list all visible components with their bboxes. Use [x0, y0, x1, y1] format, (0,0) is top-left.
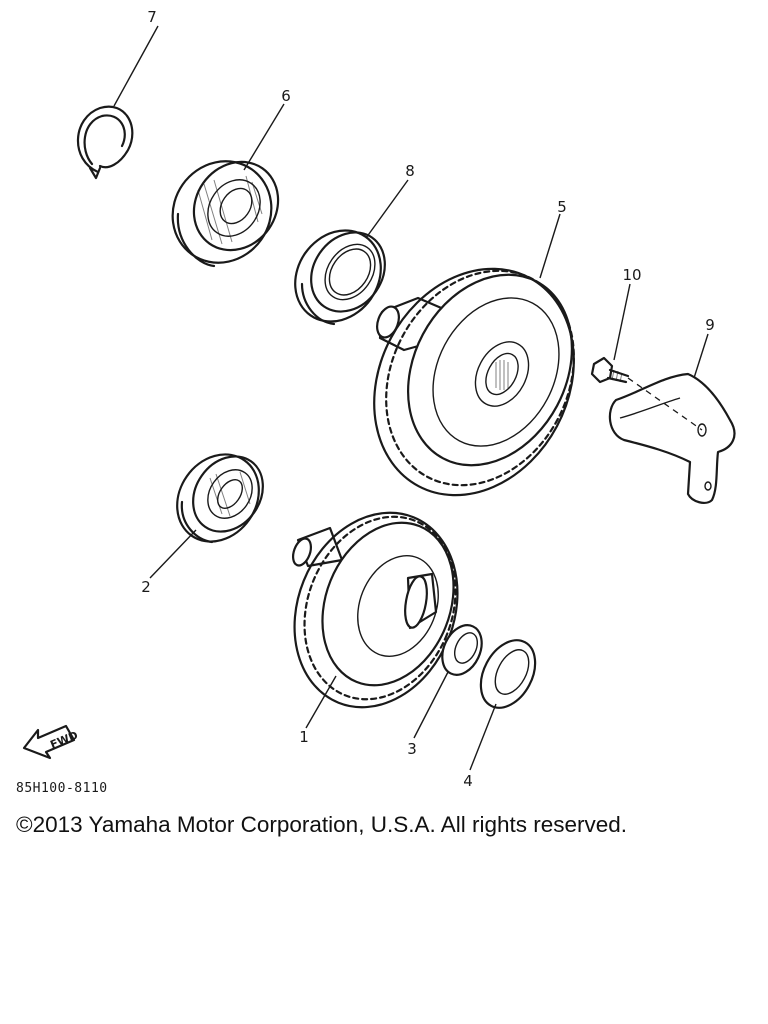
callout-9: 9 [705, 316, 715, 334]
part-2-ball-bearing [176, 453, 264, 544]
callout-6: 6 [281, 87, 291, 105]
leader-2 [149, 529, 197, 579]
leader-5 [539, 213, 561, 279]
part-3-washer [441, 624, 483, 676]
leader-10 [613, 283, 631, 361]
part-6-ball-bearing [171, 160, 280, 268]
copyright-notice: ©2013 Yamaha Motor Corporation, U.S.A. A… [16, 812, 628, 837]
callout-7: 7 [147, 8, 157, 26]
callout-10: 10 [622, 266, 641, 284]
drawing-number: 85H100-8110 [16, 781, 108, 796]
part-9-bracket [608, 372, 736, 504]
callout-2: 2 [141, 578, 151, 596]
part-4-washer [479, 639, 537, 709]
leader-8 [365, 179, 409, 239]
leader-4 [469, 703, 497, 771]
part-7-circlip [76, 105, 134, 180]
leader-7 [113, 25, 159, 107]
leader-lines [113, 25, 709, 771]
leader-6 [243, 103, 285, 171]
part-1-drive-gear [291, 511, 459, 709]
fwd-arrow-icon: FWD [22, 724, 80, 760]
callout-4: 4 [463, 772, 473, 790]
leader-1 [305, 675, 337, 729]
leader-3 [413, 671, 449, 739]
callout-8: 8 [405, 162, 415, 180]
callout-5: 5 [557, 198, 567, 216]
part-10-bolt [590, 356, 630, 384]
part-5-large-gear [373, 267, 575, 497]
callout-1: 1 [299, 728, 309, 746]
part-8-oil-seal [294, 229, 386, 326]
leader-9 [693, 333, 709, 379]
callout-3: 3 [407, 740, 417, 758]
